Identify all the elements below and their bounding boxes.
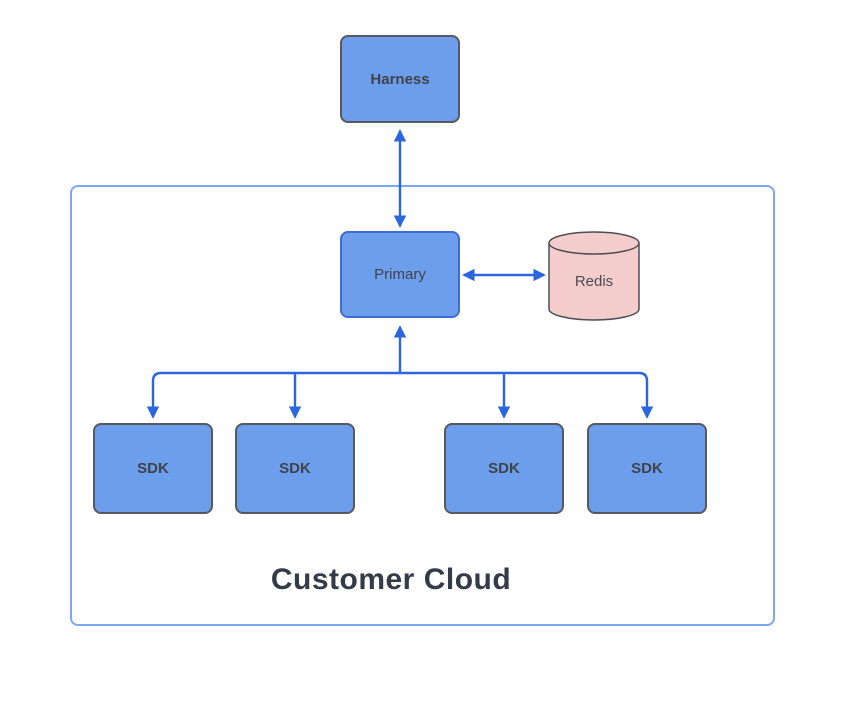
- node-redis-cylinder: [546, 230, 642, 322]
- node-sdk-1: SDK: [93, 423, 213, 514]
- node-sdk-3: SDK: [444, 423, 564, 514]
- node-sdk-1-label: SDK: [137, 460, 169, 477]
- node-primary-label: Primary: [374, 266, 426, 283]
- node-primary: Primary: [340, 231, 460, 318]
- node-sdk-2: SDK: [235, 423, 355, 514]
- node-sdk-4: SDK: [587, 423, 707, 514]
- node-sdk-3-label: SDK: [488, 460, 520, 477]
- node-sdk-4-label: SDK: [631, 460, 663, 477]
- node-harness: Harness: [340, 35, 460, 123]
- node-harness-label: Harness: [370, 70, 430, 88]
- node-sdk-2-label: SDK: [279, 460, 311, 477]
- node-redis-label: Redis: [574, 272, 614, 290]
- customer-cloud-title: Customer Cloud: [270, 563, 512, 596]
- cylinder-shape-icon: [548, 231, 640, 321]
